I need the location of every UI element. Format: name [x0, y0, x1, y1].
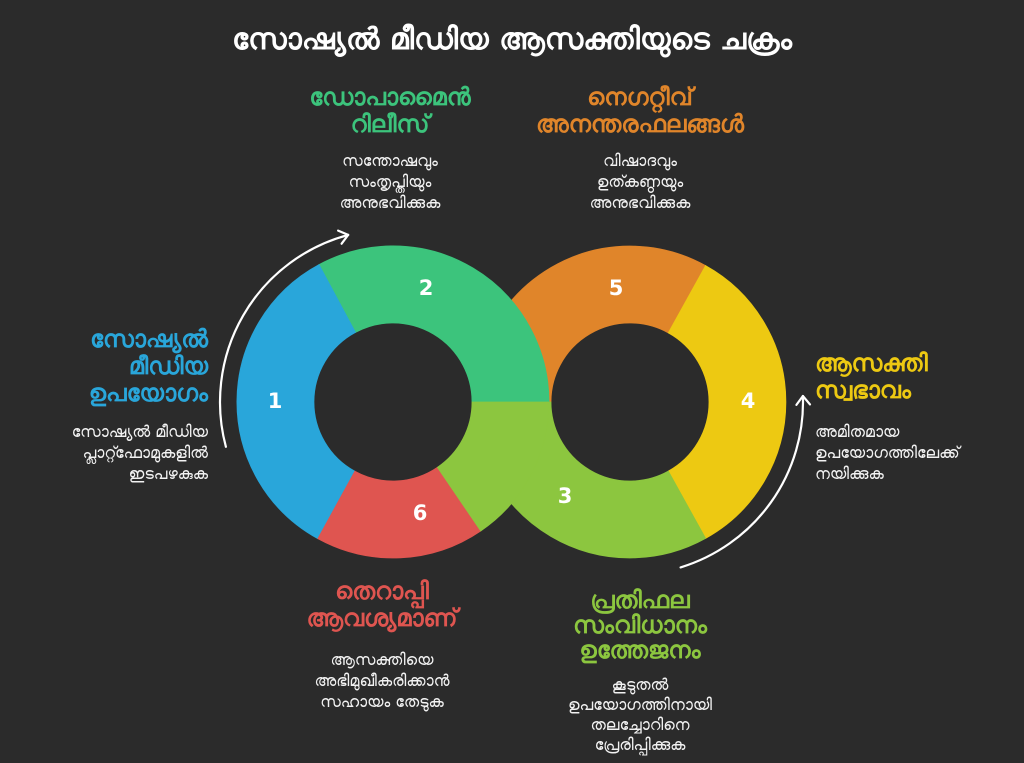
stage-6-description-line: അഭിമുഖീകരിക്കാൻ	[314, 671, 450, 690]
stage-5-description-line: അനുഭവിക്കുക	[589, 193, 691, 212]
stage-4-heading-line: സ്വഭാവം	[815, 376, 911, 404]
segment-1-social-media-use	[236, 264, 357, 540]
stage-6-heading: തെറാപ്പി ആവശ്യമാണ്	[272, 578, 492, 632]
stage-2-text: ഡോപാമൈൻ റിലീസ് സന്തോഷവും സംതൃപ്തിയും അനു…	[280, 84, 500, 213]
stage-1-description-line: പ്ലാറ്റ്ഫോമുകളിൽ	[82, 443, 208, 462]
stage-4-description-line: ഉപയോഗത്തിലേക്ക്	[815, 443, 960, 462]
stage-3-description-line: പ്രേരിപ്പിക്കുക	[594, 735, 686, 754]
stage-3-heading-line: സംവിധാനം	[573, 611, 707, 639]
stage-3-heading-line: ഉത്തേജനം	[579, 636, 701, 664]
segment-6-therapy-needed	[317, 466, 482, 559]
stage-6-heading-line: തെറാപ്പി	[335, 577, 429, 605]
segment-2-dopamine-release	[318, 245, 550, 403]
stage-2-description-line: സംതൃപ്തിയും	[348, 172, 432, 191]
stage-3-heading-line: പ്രതിഫല	[590, 586, 690, 614]
stage-2-description: സന്തോഷവും സംതൃപ്തിയും അനുഭവിക്കുക	[280, 150, 500, 213]
left-cycle-arrowhead-icon	[337, 229, 350, 245]
stage-1-description-line: ഇടപഴകുക	[128, 464, 208, 483]
stage-6-description-line: സഹായം തേടുക	[320, 692, 444, 711]
stage-3-description-line: തലച്ചോറിനെ	[590, 715, 690, 734]
stage-2-heading: ഡോപാമൈൻ റിലീസ്	[280, 84, 500, 138]
stage-1-heading: സോഷ്യൽ മീഡിയ ഉപയോഗം	[0, 326, 208, 407]
stage-4-heading: ആസക്തി സ്വഭാവം	[815, 350, 1020, 404]
stage-3-heading: പ്രതിഫല സംവിധാനം ഉത്തേജനം	[525, 588, 755, 663]
stage-1-description-line: സോഷ്യൽ മീഡിയ	[71, 422, 208, 441]
segment-1-number: 1	[268, 389, 283, 413]
stage-5-heading: നെഗറ്റീവ് അനന്തരഫലങ്ങൾ	[530, 84, 750, 138]
stage-1-text: സോഷ്യൽ മീഡിയ ഉപയോഗം സോഷ്യൽ മീഡിയ പ്ലാറ്റ…	[0, 326, 208, 484]
stage-3-text: പ്രതിഫല സംവിധാനം ഉത്തേജനം കൂടുതൽ ഉപയോഗത്…	[525, 588, 755, 755]
stage-5-heading-line: നെഗറ്റീവ്	[587, 83, 693, 111]
stage-4-description-line: നയിക്കുക	[815, 464, 884, 483]
stage-6-text: തെറാപ്പി ആവശ്യമാണ് ആസക്തിയെ അഭിമുഖീകരിക്…	[272, 578, 492, 712]
stage-3-description-line: ഉപയോഗത്തിനായി	[567, 695, 713, 714]
stage-3-description-line: കൂടുതൽ	[611, 675, 669, 694]
stage-2-heading-line: ഡോപാമൈൻ	[309, 83, 471, 111]
segment-5-number: 5	[609, 276, 624, 300]
stage-4-heading-line: ആസക്തി	[815, 349, 928, 377]
stage-1-heading-line: മീഡിയ	[128, 352, 208, 380]
stage-6-description-line: ആസക്തിയെ	[330, 650, 434, 669]
segment-4-addictive-behavior	[667, 265, 787, 539]
stage-1-description: സോഷ്യൽ മീഡിയ പ്ലാറ്റ്ഫോമുകളിൽ ഇടപഴകുക	[0, 421, 208, 484]
segment-6-number: 6	[413, 501, 428, 525]
stage-2-description-line: സന്തോഷവും	[342, 151, 438, 170]
stage-3-description: കൂടുതൽ ഉപയോഗത്തിനായി തലച്ചോറിനെ പ്രേരിപ്…	[525, 675, 755, 755]
segment-4-number: 4	[741, 389, 756, 413]
stage-5-description-line: ഉത്കണ്ഠയും	[596, 172, 684, 191]
stage-4-description: അമിതമായ ഉപയോഗത്തിലേക്ക് നയിക്കുക	[815, 421, 1020, 484]
diagram-title: സോഷ്യൽ മീഡിയ ആസക്തിയുടെ ചക്രം	[232, 22, 792, 57]
segment-3-reward-system-left	[436, 401, 550, 532]
segment-2-number: 2	[419, 276, 434, 300]
stage-1-heading-line: ഉപയോഗം	[88, 379, 208, 407]
stage-2-description-line: അനുഭവിക്കുക	[339, 193, 441, 212]
segment-3-number: 3	[558, 484, 573, 508]
stage-5-description-line: വിഷാദവും	[603, 151, 677, 170]
stage-2-heading-line: റിലീസ്	[350, 110, 430, 138]
stage-6-heading-line: ആവശ്യമാണ്	[306, 604, 458, 632]
stage-1-heading-line: സോഷ്യൽ	[90, 325, 208, 353]
left-cycle-arrow	[218, 233, 350, 448]
right-cycle-arrowhead-icon	[795, 394, 812, 406]
stage-4-text: ആസക്തി സ്വഭാവം അമിതമായ ഉപയോഗത്തിലേക്ക് ന…	[815, 350, 1020, 484]
stage-5-text: നെഗറ്റീവ് അനന്തരഫലങ്ങൾ വിഷാദവും ഉത്കണ്ഠയ…	[530, 84, 750, 213]
stage-5-heading-line: അനന്തരഫലങ്ങൾ	[535, 110, 744, 138]
stage-6-description: ആസക്തിയെ അഭിമുഖീകരിക്കാൻ സഹായം തേടുക	[272, 649, 492, 712]
stage-4-description-line: അമിതമായ	[815, 422, 900, 441]
stage-5-description: വിഷാദവും ഉത്കണ്ഠയും അനുഭവിക്കുക	[530, 150, 750, 213]
right-cycle-arrow	[679, 394, 805, 569]
